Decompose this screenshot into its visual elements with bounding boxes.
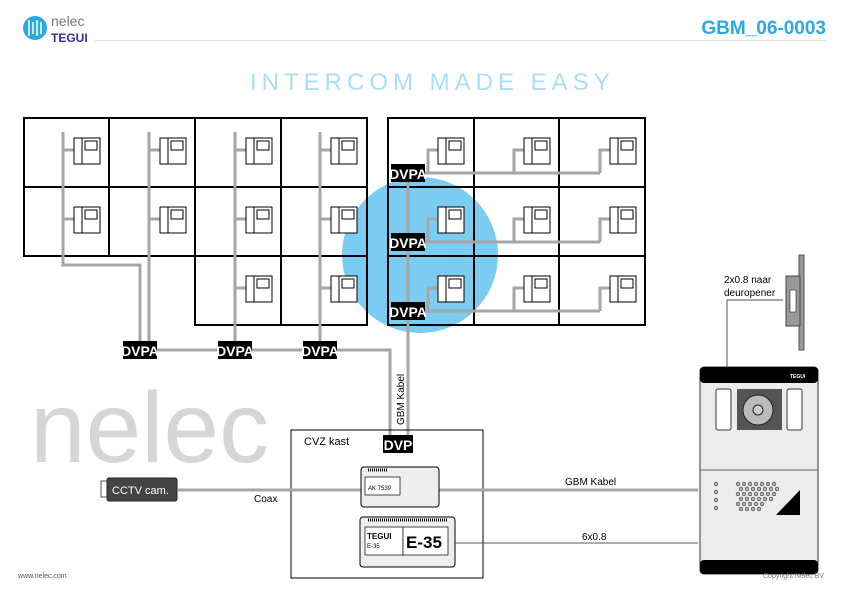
copyright: Copyright Nelec BV — [763, 573, 825, 580]
video-monitor-icon — [330, 137, 358, 165]
dvpa-unit: DVPA — [216, 341, 254, 359]
dvp-box — [383, 435, 413, 453]
dvpa-unit: DVPA — [121, 341, 159, 359]
dvpa-label: DVPA — [216, 343, 254, 359]
cvz-cabinet — [290, 429, 484, 579]
video-monitor-icon — [73, 206, 101, 234]
video-monitor-icon — [437, 137, 465, 165]
cvz-label: CVZ kast — [304, 436, 349, 448]
gbm-wire — [426, 148, 438, 173]
e35-module: TEGUI E-35 E-35 — [359, 516, 456, 568]
video-monitor-icon — [73, 137, 101, 165]
video-monitor-icon — [609, 137, 637, 165]
dvpa-label: DVPA — [389, 304, 427, 320]
video-monitor-icon — [159, 137, 187, 165]
svg-text:TEGUI: TEGUI — [790, 374, 806, 380]
dvpa-label: DVPA — [301, 343, 339, 359]
gbm-wire — [426, 217, 438, 242]
dvpa-label: DVPA — [389, 166, 427, 182]
watermark-text: nelec — [30, 372, 269, 484]
brand-text: nelec — [51, 13, 84, 29]
video-monitor-icon — [330, 275, 358, 303]
dvpa-label: DVPA — [121, 343, 159, 359]
nelec-logo: nelec TEGUI — [23, 13, 88, 45]
video-monitor-icon — [609, 275, 637, 303]
door-panel: TEGUI — [699, 366, 819, 575]
video-monitor-icon — [523, 137, 551, 165]
video-monitor-icon — [437, 206, 465, 234]
dvpa-units: DVPA DVPA DVPA DVPA DVPA DVPA — [121, 164, 427, 359]
gbm-wire — [598, 286, 610, 311]
gbm-kabel-vertical-label: GBM Kabel — [396, 374, 407, 425]
svg-text:deuropener: deuropener — [724, 288, 776, 299]
video-monitor-icon — [245, 137, 273, 165]
video-monitor-icon — [245, 275, 273, 303]
watermark-tagline: INTERCOM MADE EASY — [250, 69, 615, 96]
brand-sub: TEGUI — [51, 31, 88, 45]
apartment-grid — [23, 117, 646, 326]
document-code: GBM_06-0003 — [701, 18, 826, 39]
svg-text:AK 7539: AK 7539 — [368, 486, 392, 492]
svg-text:E-35: E-35 — [406, 533, 442, 552]
dvpa-unit: DVPA — [301, 341, 339, 359]
apartment-cell — [280, 255, 368, 326]
gbm-wire — [598, 148, 610, 173]
website: www.nelec.com — [18, 573, 67, 580]
gbm-wire — [426, 286, 438, 311]
dvpa-unit: DVPA — [389, 164, 427, 182]
svg-text:E-35: E-35 — [367, 544, 380, 550]
gbm-wire — [598, 217, 610, 242]
cctv-camera: CCTV cam. — [100, 477, 178, 502]
gbm-kabel-label: GBM Kabel — [565, 477, 616, 488]
video-monitor-icon — [245, 206, 273, 234]
video-monitor-icon — [523, 206, 551, 234]
dvpa-unit: DVPA — [389, 233, 427, 251]
monitors — [73, 137, 637, 303]
video-monitor-icon — [523, 275, 551, 303]
dvp-label: DVP — [384, 437, 413, 453]
gbm-wire — [61, 132, 142, 350]
video-monitor-icon — [609, 206, 637, 234]
gbm-wire — [512, 217, 524, 242]
gbm-wire — [512, 148, 524, 173]
dvpa-unit: DVPA — [389, 302, 427, 320]
video-monitor-icon — [437, 275, 465, 303]
ak7539-module: AK 7539 — [360, 466, 440, 508]
cable-6x08-label: 6x0.8 — [582, 532, 607, 543]
video-monitor-icon — [330, 206, 358, 234]
header-divider — [95, 40, 826, 41]
apartment-cell — [558, 255, 646, 326]
video-monitor-icon — [159, 206, 187, 234]
svg-text:TEGUI: TEGUI — [367, 532, 391, 541]
door-opener: 2x0.8 naar deuropener — [724, 254, 805, 368]
coax-label: Coax — [254, 494, 277, 505]
svg-text:CCTV cam.: CCTV cam. — [112, 485, 169, 497]
svg-text:2x0.8 naar: 2x0.8 naar — [724, 275, 772, 286]
gbm-wire — [512, 286, 524, 311]
dvpa-label: DVPA — [389, 235, 427, 251]
